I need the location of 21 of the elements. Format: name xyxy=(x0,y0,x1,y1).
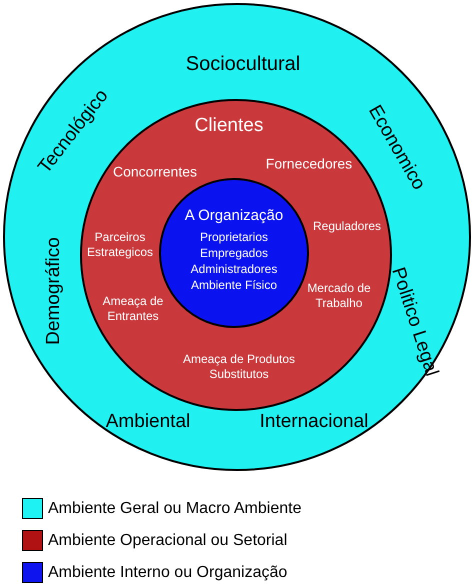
zone-factor-label: Ameaça de Produtos Substitutos xyxy=(182,352,296,382)
zone-factor-label: Fornecedores xyxy=(266,154,352,174)
organization-item: Empregados xyxy=(200,245,268,262)
zone-factor-label: Parceiros Estrategicos xyxy=(86,230,154,260)
zone-factor-label: Clientes xyxy=(194,114,264,138)
zone-factor-label: Ambiental xyxy=(106,410,190,434)
zone-factor-label: Ameaça de Entrantes xyxy=(102,294,164,324)
zone-factor-label: Reguladores xyxy=(312,218,382,235)
legend-label: Ambiente Interno ou Organização xyxy=(48,562,288,582)
zone-factor-label: Politico Legal xyxy=(386,264,444,380)
legend-label: Ambiente Operacional ou Setorial xyxy=(48,530,288,550)
organization-item: Proprietarios xyxy=(200,229,268,246)
organization-heading: A Organização xyxy=(184,206,284,226)
organization-item: Ambiente Físico xyxy=(190,277,278,294)
zone-factor-label: Sociocultural xyxy=(186,52,300,77)
zone-factor-label: Internacional xyxy=(260,410,368,434)
organization-item: Administradores xyxy=(190,261,278,278)
zone-factor-label: Demográfico xyxy=(42,237,65,345)
zone-factor-label: Mercado de Trabalho xyxy=(306,281,372,311)
legend-label: Ambiente Geral ou Macro Ambiente xyxy=(48,498,302,518)
zone-factor-label: Concorrentes xyxy=(112,162,198,182)
